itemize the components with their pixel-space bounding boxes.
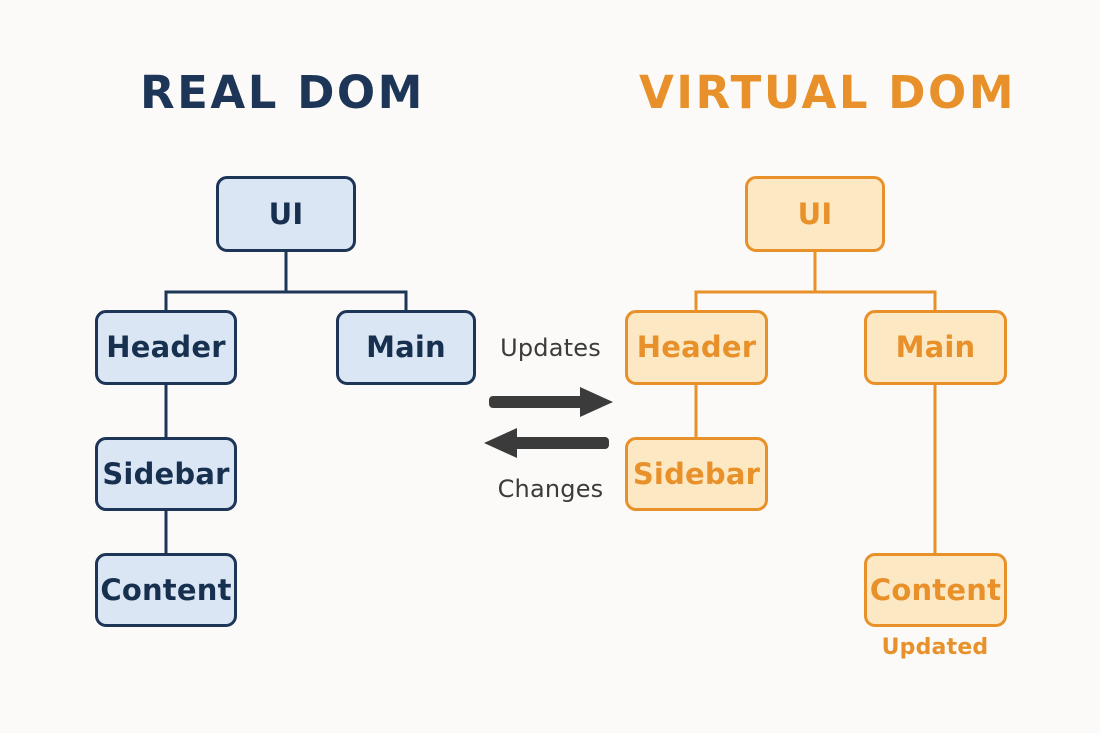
updates-arrow-label: Updates (500, 334, 601, 362)
node-virtual-ui[interactable]: UI (745, 176, 885, 252)
real-dom-title: REAL DOM (140, 66, 425, 119)
arrow-right-icon (489, 387, 613, 417)
sync-arrows (484, 387, 613, 458)
node-real-sidebar[interactable]: Sidebar (95, 437, 237, 511)
arrow-left-icon (484, 428, 609, 458)
node-real-content[interactable]: Content (95, 553, 237, 627)
node-virtual-main[interactable]: Main (864, 310, 1007, 385)
virtual-content-updated-annotation: Updated (881, 635, 989, 660)
node-virtual-content[interactable]: Content (864, 553, 1007, 627)
node-real-ui[interactable]: UI (216, 176, 356, 252)
node-real-header[interactable]: Header (95, 310, 237, 385)
node-real-main[interactable]: Main (336, 310, 476, 385)
virtual-dom-title: VIRTUAL DOM (638, 66, 1017, 119)
changes-arrow-label: Changes (497, 475, 604, 503)
node-virtual-sidebar[interactable]: Sidebar (625, 437, 768, 511)
node-virtual-header[interactable]: Header (625, 310, 768, 385)
